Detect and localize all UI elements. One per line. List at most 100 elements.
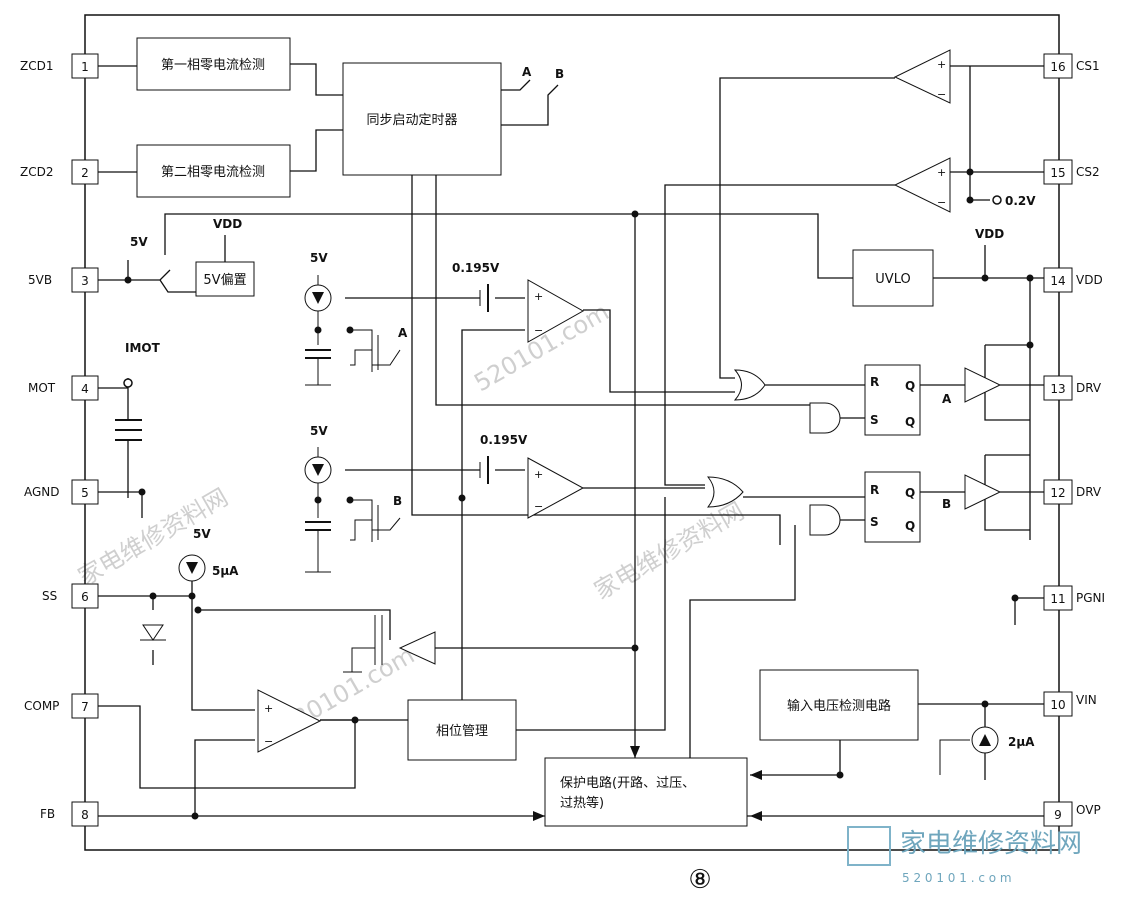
pin-11: 11 PGNI	[1043, 585, 1105, 611]
imot-node	[123, 378, 133, 388]
csrc-a-5v: 5V	[310, 251, 328, 265]
cs1-plus: +	[937, 58, 946, 71]
ff-a-qbar: Q	[905, 415, 915, 429]
bias-block: 5V偏置	[195, 261, 255, 297]
flipflop-b: R S Q Q	[864, 471, 921, 543]
5vb-5v-label: 5V	[130, 235, 148, 249]
pin-10-name: VIN	[1076, 693, 1097, 707]
pin-8: FB 8	[40, 801, 99, 827]
pin-9: 9 OVP	[1043, 801, 1101, 827]
pin-7: COMP 7	[24, 693, 99, 719]
ss-zener	[140, 624, 166, 641]
protect-label-2: 过热等)	[560, 795, 604, 811]
flipflop-a: R S Q Q	[864, 364, 921, 436]
comp-a-plus: +	[534, 290, 543, 303]
pin-3-name: 5VB	[28, 273, 52, 287]
phase-label: 相位管理	[436, 724, 488, 739]
figure-number: ⑧	[688, 865, 711, 895]
or-gate-b	[706, 476, 744, 508]
ff-b-q: Q	[905, 486, 915, 500]
pin-9-name: OVP	[1076, 803, 1101, 817]
cs1-minus: −	[937, 88, 946, 101]
pin-13-num: 13	[1050, 382, 1065, 396]
junctions	[124, 168, 1034, 820]
phase-block: 相位管理	[407, 699, 517, 761]
csrc-5ua-label: 5μA	[212, 564, 239, 578]
pin-12-name: DRV	[1076, 485, 1102, 499]
arrow-ovp	[750, 811, 762, 821]
footer-brand-text: 家电维修资料网	[900, 829, 1082, 859]
pin-2-name: ZCD2	[20, 165, 53, 179]
pin-13: 13 DRV	[1043, 375, 1102, 401]
comp-b-vref: 0.195V	[480, 433, 528, 447]
and-gate-a	[809, 402, 841, 434]
pin-4-name: MOT	[28, 381, 56, 395]
ff-b-out-label: B	[942, 497, 951, 511]
cs2-plus: +	[937, 166, 946, 179]
ff-b-s: S	[870, 515, 879, 529]
ss-buffer	[398, 631, 436, 665]
pin-10-num: 10	[1050, 698, 1065, 712]
pin-1-name: ZCD1	[20, 59, 53, 73]
pin-12: 12 DRV	[1043, 479, 1102, 505]
cs2-comparator: + −	[893, 157, 951, 213]
pin-15-name: CS2	[1076, 165, 1100, 179]
pin-16: 16 CS1	[1043, 53, 1100, 79]
timer-block: 同步启动定时器	[342, 62, 502, 176]
cs1-comparator: + −	[893, 49, 951, 104]
pin-6-num: 6	[81, 590, 89, 604]
uvlo-label: UVLO	[875, 272, 910, 287]
switch-a	[350, 329, 401, 372]
ff-a-out-label: A	[942, 392, 952, 406]
vin-detect-block: 输入电压检测电路	[759, 669, 919, 741]
pin-10: 10 VIN	[1043, 691, 1097, 717]
watermark-brand-2: 家电维修资料网	[589, 497, 748, 605]
error-amp-minus: −	[264, 735, 273, 748]
ff-b-r: R	[870, 483, 879, 497]
comp-b-plus: +	[534, 468, 543, 481]
zcd1-label: 第一相零电流检测	[161, 58, 265, 73]
ff-b-qbar: Q	[905, 519, 915, 533]
pin-14: 14 VDD	[1043, 267, 1103, 293]
pin-5-num: 5	[81, 486, 89, 500]
arrow-uvlo	[630, 746, 640, 758]
arrow-vin	[750, 770, 762, 780]
csrc-2ua-label: 2μA	[1008, 735, 1035, 749]
vin-detect-label: 输入电压检测电路	[787, 698, 891, 714]
footer-brand: 家电维修资料网 5 2 0 1 0 1 . c o m	[847, 826, 1082, 885]
pin-2: ZCD2 2	[20, 159, 99, 185]
chip-outline	[84, 14, 1060, 851]
current-source-2ua	[939, 726, 999, 775]
pin-14-num: 14	[1050, 274, 1065, 288]
comp-b: + −	[479, 456, 585, 519]
pin-16-num: 16	[1050, 60, 1065, 74]
pin-16-name: CS1	[1076, 59, 1100, 73]
pin-7-num: 7	[81, 700, 89, 714]
pin-2-num: 2	[81, 166, 89, 180]
pin-6-name: SS	[42, 589, 57, 603]
comp-a-vref: 0.195V	[452, 261, 500, 275]
zcd2-block: 第二相零电流检测	[136, 144, 291, 198]
timer-b-label: B	[555, 67, 564, 81]
pin-4-num: 4	[81, 382, 89, 396]
comp-a-minus: −	[534, 324, 543, 337]
csrc-5ua-5v: 5V	[193, 527, 211, 541]
pin-11-name: PGNI	[1076, 591, 1105, 605]
ff-a-r: R	[870, 375, 879, 389]
pin-15-num: 15	[1050, 166, 1065, 180]
cs2-minus: −	[937, 196, 946, 209]
timer-label: 同步启动定时器	[366, 113, 457, 128]
protect-label-1: 保护电路(开路、过压、	[560, 775, 695, 791]
bias-vdd-label: VDD	[213, 217, 242, 231]
uvlo-block: UVLO	[852, 249, 934, 307]
csrc-b-5v: 5V	[310, 424, 328, 438]
pin-5-name: AGND	[24, 485, 60, 499]
pin-1-num: 1	[81, 60, 89, 74]
uvlo-vdd-label: VDD	[975, 227, 1004, 241]
pin-6: SS 6	[42, 583, 99, 609]
ff-a-s: S	[870, 413, 879, 427]
pin-14-name: VDD	[1076, 273, 1103, 287]
ss-switch	[343, 615, 383, 673]
pin-13-name: DRV	[1076, 381, 1102, 395]
pin-11-num: 11	[1050, 592, 1065, 606]
